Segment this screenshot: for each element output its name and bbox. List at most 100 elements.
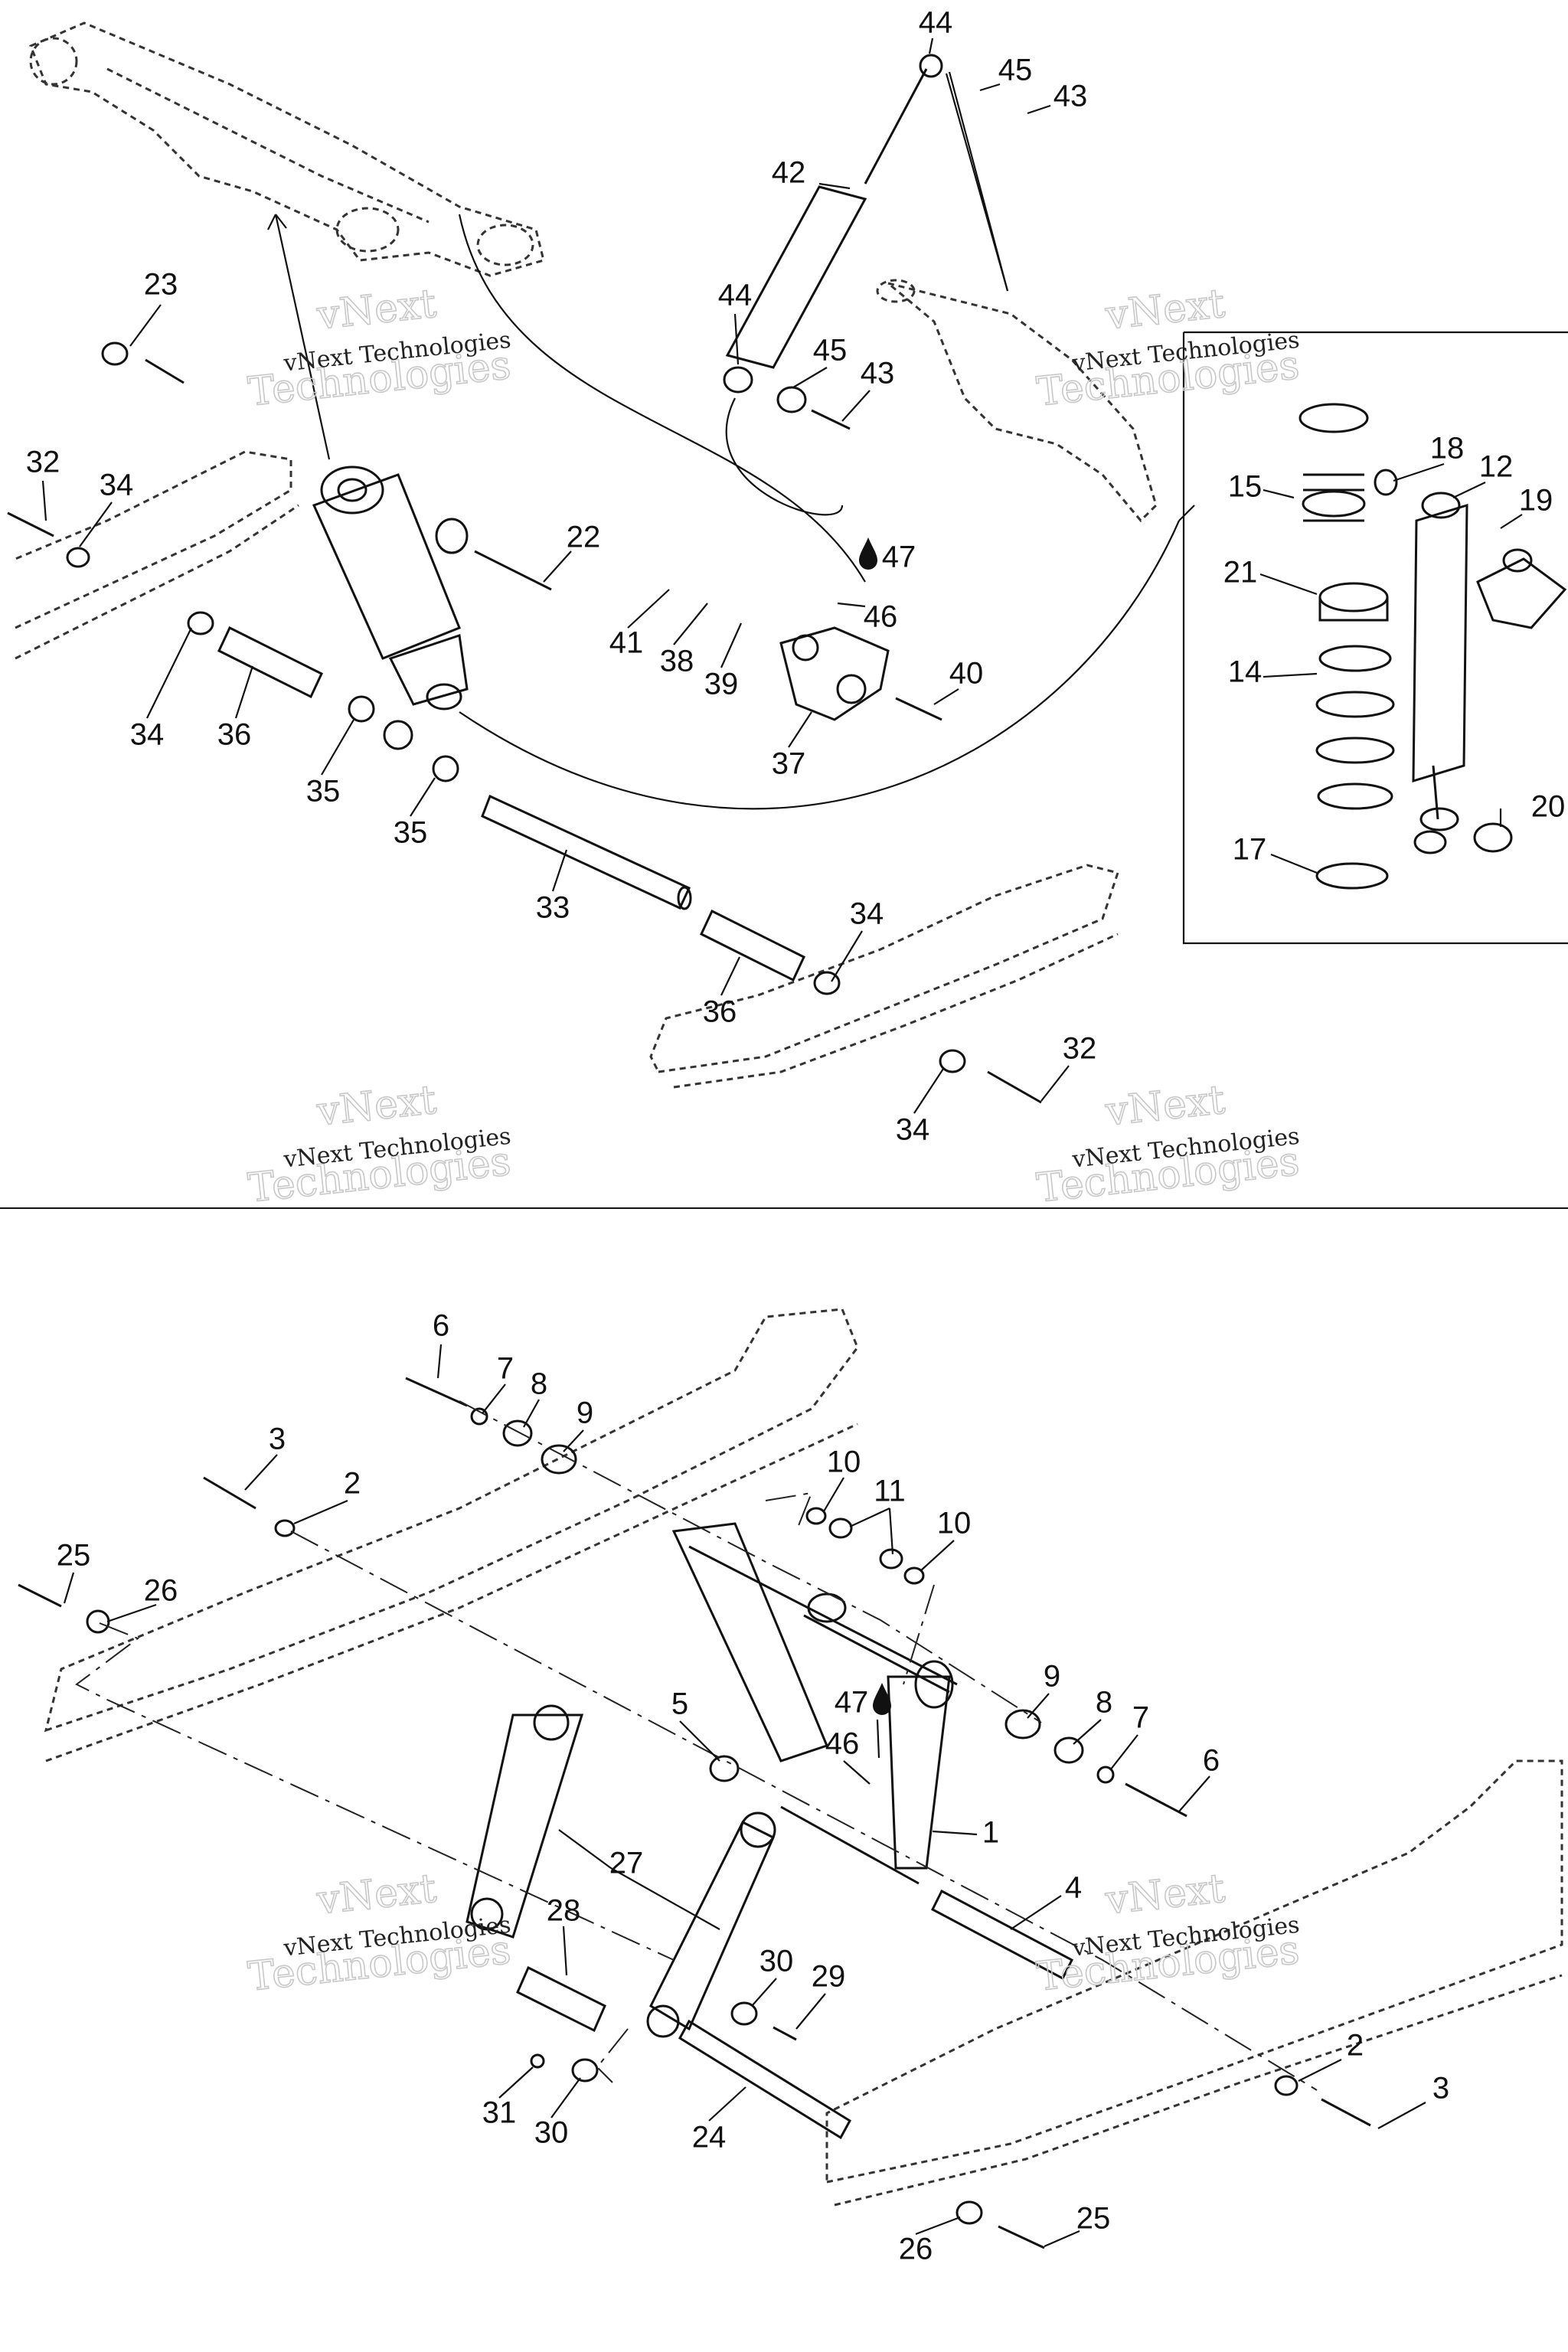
callout-6: 6 xyxy=(433,1309,449,1343)
callout-36: 36 xyxy=(703,995,737,1029)
bolt-6-right xyxy=(1004,1709,1187,1818)
callout-24: 24 xyxy=(692,2121,727,2154)
callout-3: 3 xyxy=(269,1423,286,1456)
callout-29: 29 xyxy=(812,1960,846,1994)
svg-text:vNext: vNext xyxy=(1102,281,1227,339)
washers-34 xyxy=(66,547,966,1073)
callout-31: 31 xyxy=(482,2096,517,2130)
callout-30: 30 xyxy=(534,2116,569,2150)
callout-17: 17 xyxy=(1233,833,1267,867)
link-arm-27-right xyxy=(646,1811,776,2038)
callout-35: 35 xyxy=(306,775,341,808)
callout-7: 7 xyxy=(1132,1701,1149,1735)
cross-shaft-24 xyxy=(678,2019,851,2140)
bolt-22 xyxy=(435,518,552,591)
callout-46: 46 xyxy=(864,600,898,634)
spacer-36-upper xyxy=(217,626,323,699)
callout-8: 8 xyxy=(1096,1686,1112,1720)
callout-34: 34 xyxy=(100,469,134,502)
assembly-arrows-top xyxy=(267,71,1195,810)
svg-text:vNext: vNext xyxy=(1102,1077,1227,1135)
watermark: vNext Technologies vNext Technologies xyxy=(246,1076,514,1213)
rear-shock-42 xyxy=(723,54,943,430)
callout-21: 21 xyxy=(1223,556,1258,590)
bolts-32 xyxy=(7,511,1042,1104)
callout-15: 15 xyxy=(1228,470,1263,504)
callout-2: 2 xyxy=(1347,2029,1364,2063)
rear-arm-pivot xyxy=(876,279,1158,523)
callout-4: 4 xyxy=(1065,1871,1082,1905)
bushing-5 xyxy=(709,1755,740,1782)
nuts-10-11 xyxy=(805,1507,925,1585)
callout-2: 2 xyxy=(344,1467,361,1501)
callout-28: 28 xyxy=(547,1894,581,1928)
callout-30: 30 xyxy=(760,1945,794,1978)
svg-text:vNext: vNext xyxy=(314,1077,438,1135)
callout-9: 9 xyxy=(577,1396,593,1430)
callout-43: 43 xyxy=(861,357,895,390)
callout-35: 35 xyxy=(394,816,428,850)
bolt-25-right xyxy=(956,2200,1045,2249)
callout-19: 19 xyxy=(1519,484,1553,518)
nut-23 xyxy=(101,341,185,384)
callout-9: 9 xyxy=(1044,1660,1060,1694)
callout-47: 47 xyxy=(835,1686,869,1720)
callout-34: 34 xyxy=(130,718,165,752)
watermark: vNext Technologies vNext Technologies xyxy=(1034,280,1302,416)
callout-10: 10 xyxy=(827,1446,861,1479)
cross-shaft-4 xyxy=(931,1889,1073,1981)
link-arm-27-left xyxy=(466,1704,584,1939)
spacer-36-lower xyxy=(700,909,805,982)
right-rail-lower xyxy=(825,1759,1563,2207)
callout-5: 5 xyxy=(671,1687,688,1721)
callout-37: 37 xyxy=(772,747,806,781)
callout-11: 11 xyxy=(874,1475,906,1508)
bolt-29-washer-30 xyxy=(530,2001,797,2082)
callout-10: 10 xyxy=(937,1507,972,1540)
svg-text:vNext: vNext xyxy=(1102,1866,1227,1924)
spacer-28 xyxy=(516,1965,606,2033)
callout-41: 41 xyxy=(609,626,644,660)
washers-35 xyxy=(348,695,459,782)
watermark: vNext Technologies vNext Technologies xyxy=(246,1865,514,2001)
callout-36: 36 xyxy=(217,718,252,752)
callout-45: 45 xyxy=(813,334,848,368)
callout-32: 32 xyxy=(1063,1032,1097,1066)
callout-8: 8 xyxy=(531,1367,547,1401)
callout-18: 18 xyxy=(1430,432,1465,466)
bolt-3-right xyxy=(1274,2075,1371,2127)
bolt-25-left xyxy=(18,1583,110,1634)
callout-34: 34 xyxy=(850,897,884,931)
callout-43: 43 xyxy=(1054,80,1088,113)
callout-26: 26 xyxy=(144,1574,178,1608)
callout-32: 32 xyxy=(26,446,60,479)
cross-shaft-33 xyxy=(481,794,692,910)
watermark: vNext Technologies vNext Technologies xyxy=(1034,1076,1302,1213)
callout-44: 44 xyxy=(919,6,953,40)
callout-45: 45 xyxy=(998,54,1033,87)
callout-42: 42 xyxy=(772,156,806,190)
callout-1: 1 xyxy=(982,1816,999,1850)
watermark: vNext Technologies vNext Technologies xyxy=(246,280,514,416)
upper-swing-arm xyxy=(29,21,545,277)
callout-26: 26 xyxy=(899,2233,933,2266)
svg-text:vNext: vNext xyxy=(314,281,438,339)
callout-3: 3 xyxy=(1432,2072,1449,2105)
callout-46: 46 xyxy=(825,1727,860,1761)
callout-38: 38 xyxy=(660,645,694,678)
grease-drop-icon xyxy=(859,537,891,1715)
front-shock-absorber xyxy=(312,466,469,710)
callout-leaders xyxy=(41,38,1523,2248)
bolt-6-left xyxy=(405,1377,577,1475)
left-rail-lower xyxy=(44,1308,859,1762)
bracket-37 xyxy=(779,626,942,721)
front-arm-assembly-1 xyxy=(671,1522,958,1885)
callout-23: 23 xyxy=(144,268,178,302)
bolt-3-left xyxy=(203,1476,296,1537)
callout-34: 34 xyxy=(896,1113,930,1147)
callout-27: 27 xyxy=(609,1847,644,1880)
callout-47: 47 xyxy=(882,541,916,574)
callout-33: 33 xyxy=(536,891,570,925)
